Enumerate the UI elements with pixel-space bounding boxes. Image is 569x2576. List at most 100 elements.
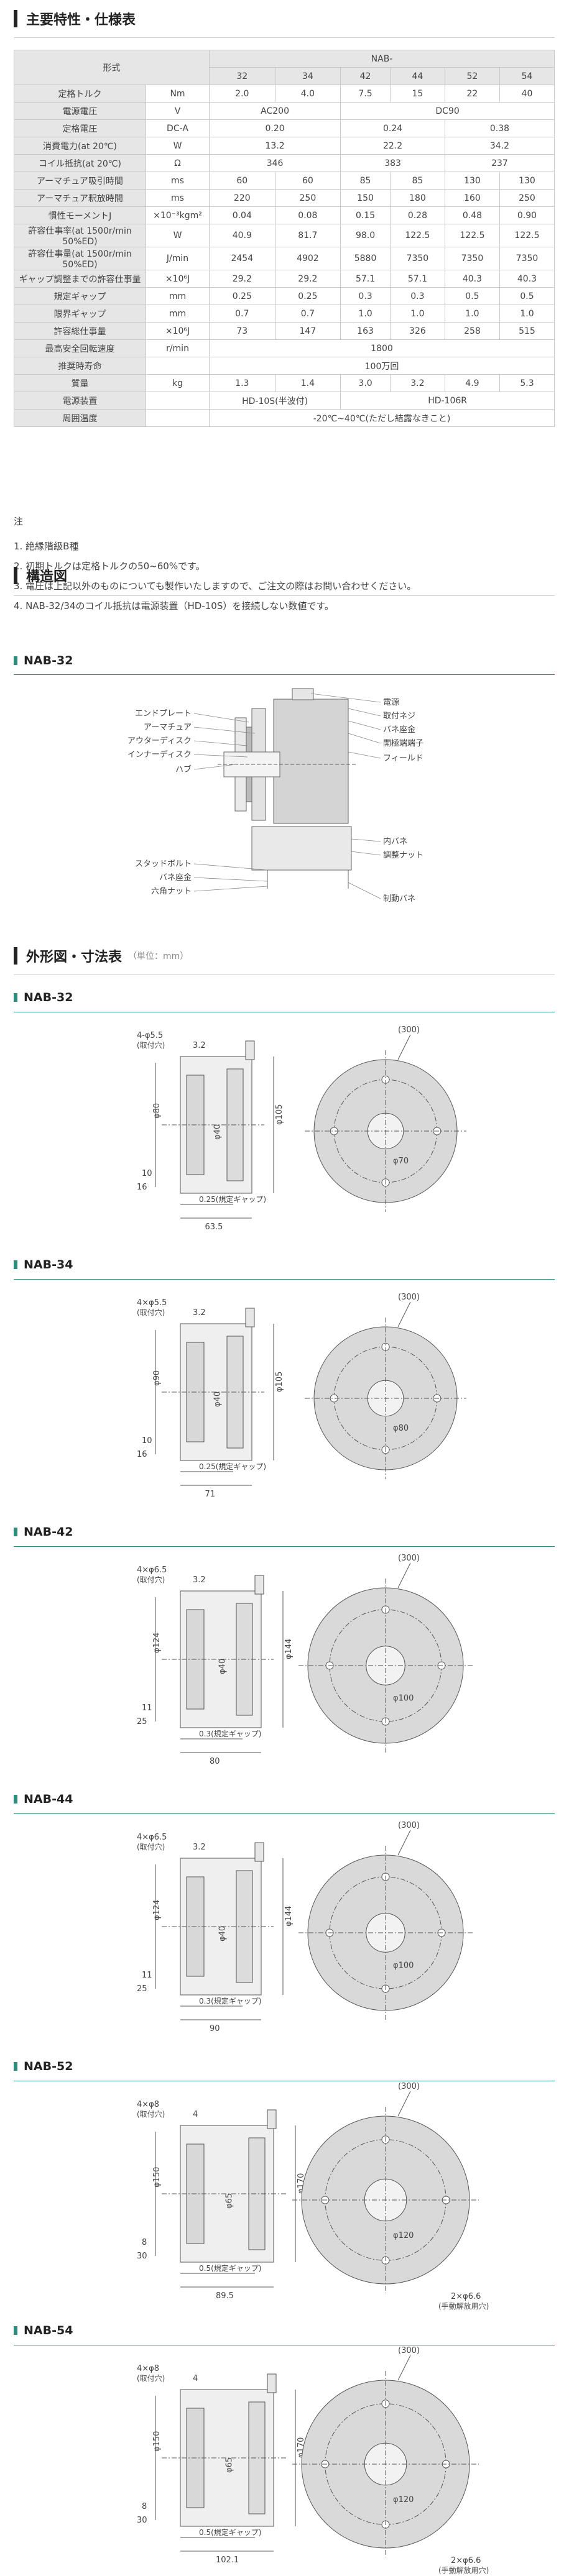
- release-hole-sub-label: (手動解放用穴): [438, 2565, 489, 2575]
- spec-value-cell: 2454: [209, 247, 275, 270]
- spec-value-cell: 7.5: [340, 85, 391, 103]
- spec-item-unit: J/min: [146, 247, 210, 270]
- spec-value-cell: 0.3: [389, 287, 445, 305]
- spec-value-cell: 0.38: [444, 119, 555, 137]
- bore-label: φ100: [393, 1961, 414, 1970]
- outline-model-title: NAB-34: [14, 1255, 73, 1274]
- spec-value-cell: 0.20: [208, 119, 341, 137]
- spec-model-label: 形式: [14, 50, 210, 85]
- label-adjust-nut: 調整ナット: [383, 851, 423, 860]
- bore-label: φ70: [393, 1157, 409, 1166]
- spec-value-cell: 0.5: [444, 287, 500, 305]
- structure-model: NAB-32: [24, 654, 73, 667]
- d2-label: 30: [137, 2516, 147, 2525]
- note-item: 3. 電圧は上記以外のものについても製作いたしますので、ご注文の際はお問い合わせ…: [14, 580, 417, 592]
- spec-size-cell: 54: [499, 67, 555, 85]
- spec-value-cell: 0.08: [274, 206, 341, 224]
- outline-model-name: NAB-54: [24, 2324, 73, 2337]
- side-terminal: [245, 1040, 255, 1060]
- label-mount-screw: 取付ネジ: [383, 712, 415, 721]
- spec-value-cell: 4902: [274, 247, 341, 270]
- spec-value-cell: DC90: [340, 102, 555, 120]
- spec-item-unit: [146, 357, 210, 375]
- spec-item-unit: DC-A: [146, 119, 210, 137]
- label-outer-disc: アウターディスク: [127, 736, 192, 746]
- spec-item-unit: mm: [146, 305, 210, 323]
- spec-value-cell: 346: [208, 154, 341, 172]
- spec-value-cell: AC200: [208, 102, 341, 120]
- spec-value-cell: 220: [209, 189, 275, 207]
- spec-item-unit: ×10⁶J: [146, 270, 210, 288]
- width-label: 102.1: [216, 2555, 239, 2565]
- gap-label: 0.3(規定ギャップ): [199, 1729, 261, 1738]
- spec-value-cell: 40.9: [209, 224, 275, 247]
- shaft-label: φ40: [218, 1926, 228, 1941]
- spec-value-cell: 163: [340, 322, 391, 340]
- model-marker-icon: [14, 1795, 17, 1804]
- front-lead-wire: [397, 2091, 411, 2117]
- mount-hole-label: 4-φ5.5: [137, 1031, 163, 1040]
- spec-value-cell: 1.0: [340, 305, 391, 323]
- spec-value-cell: 34.2: [444, 137, 555, 155]
- front-lead-wire: [397, 1830, 411, 1856]
- spec-value-cell: 0.7: [209, 305, 275, 323]
- spec-value-cell: 40.3: [444, 270, 500, 288]
- mount-hole-label: 4×φ6.5: [137, 1833, 167, 1842]
- structure-drawing: エンドプレート アーマチュア アウターディスク インナーディスク ハブ スタッド…: [127, 688, 423, 904]
- gap-label: 0.5(規定ギャップ): [199, 2528, 261, 2537]
- structure-section-title: 構造図: [14, 563, 67, 588]
- note-item: 1. 絶縁階級B種: [14, 541, 79, 552]
- title-bar-icon: [14, 947, 17, 965]
- spec-item-unit: mm: [146, 287, 210, 305]
- spec-value-cell: 5.3: [499, 374, 555, 392]
- spec-value-cell: 98.0: [340, 224, 391, 247]
- label-brake-spring: 制動バネ: [383, 894, 415, 904]
- spec-row: 周囲温度-20℃~40℃(ただし結露なきこと): [14, 409, 555, 427]
- spec-value-cell: 1.0: [499, 305, 555, 323]
- pcd-label: φ105: [275, 1372, 284, 1392]
- label-hub: ハブ: [175, 764, 192, 774]
- bore-label: φ120: [393, 2231, 414, 2240]
- spec-item-unit: V: [146, 102, 210, 120]
- spec-section-title: 主要特性・仕様表: [14, 6, 136, 31]
- spec-item-name: コイル抵抗(at 20℃): [14, 154, 146, 172]
- spec-value-cell: 0.24: [340, 119, 445, 137]
- mount-hole-label: 4×φ5.5: [137, 1298, 167, 1308]
- release-hole-label: 2×φ6.6: [451, 2292, 481, 2301]
- spec-item-unit: kg: [146, 374, 210, 392]
- spec-divider: [14, 37, 555, 38]
- spec-value-cell: 1.0: [389, 305, 445, 323]
- od-label: φ150: [152, 2167, 162, 2188]
- spec-value-cell: 29.2: [274, 270, 341, 288]
- outline-section-title: 外形図・寸法表 （単位：mm）: [14, 943, 188, 968]
- spec-value-cell: 326: [389, 322, 445, 340]
- od-label: φ124: [152, 1633, 162, 1653]
- spec-item-name: 許容仕事率(at 1500r/min 50%ED): [14, 224, 146, 247]
- spec-value-cell: 3.2: [389, 374, 445, 392]
- notes: 注 1. 絶縁階級B種 2. 初期トルクは定格トルクの50~60%です。 3. …: [14, 515, 555, 616]
- spec-value-cell: 7350: [499, 247, 555, 270]
- spec-value-cell: 2.0: [209, 85, 275, 103]
- label-hex-nut: 六角ナット: [151, 887, 192, 896]
- structure-title: 構造図: [26, 569, 68, 585]
- spec-value-cell: 0.25: [209, 287, 275, 305]
- spec-value-cell: 81.7: [274, 224, 341, 247]
- spec-value-cell: 4.9: [444, 374, 500, 392]
- spec-item-name: 電源電圧: [14, 102, 146, 120]
- d2-label: 16: [137, 1450, 147, 1459]
- spec-value-cell: 130: [444, 172, 500, 190]
- spec-size-cell: 52: [444, 67, 500, 85]
- spec-value-cell: 150: [340, 189, 391, 207]
- spec-title: 主要特性・仕様表: [26, 12, 136, 28]
- terminal-box: [292, 688, 314, 700]
